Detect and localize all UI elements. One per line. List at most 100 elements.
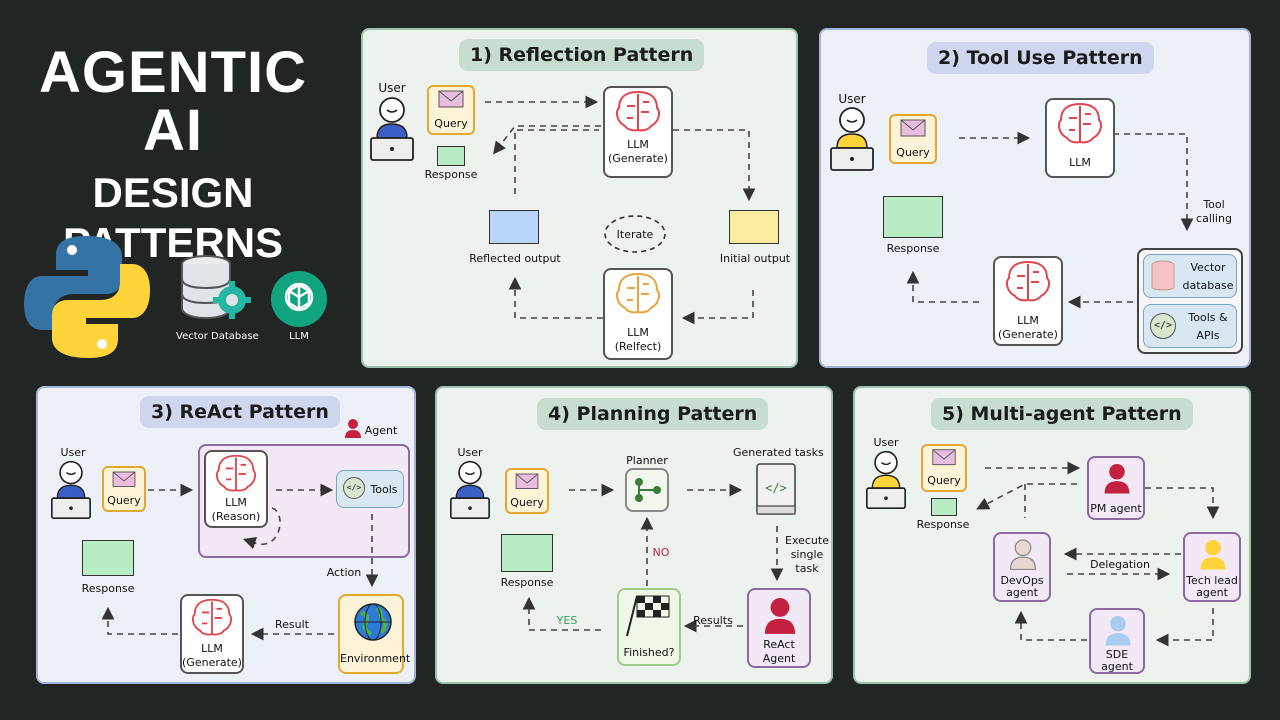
panel-title: 3) ReAct Pattern — [140, 396, 340, 428]
generated-tasks-label: Generated tasks — [733, 446, 824, 459]
brain-circuit-icon — [192, 598, 232, 636]
finished-box: Finished? — [617, 588, 681, 666]
code-icon: </> — [343, 477, 365, 499]
iterate-label: Iterate — [616, 228, 654, 241]
query-label: Query — [510, 496, 544, 509]
tech-lead-agent-label-b: agent — [1196, 586, 1228, 599]
pm-agent-label: PM agent — [1090, 502, 1142, 515]
agent-label: Agent — [364, 424, 398, 437]
action-label: Action — [326, 566, 362, 579]
tools-box: </> Tools — [336, 470, 404, 508]
react-agent-label-b: Agent — [762, 652, 796, 665]
user-label: User — [378, 81, 406, 95]
llm-generate-label-b: (Generate) — [182, 656, 242, 669]
email-icon — [112, 471, 136, 488]
environment-box: Environment — [338, 594, 411, 674]
query-label: Query — [434, 117, 468, 130]
llm-logo-label: LLM — [289, 331, 309, 342]
initial-output-label: Initial output — [719, 252, 791, 265]
vector-database-icon — [181, 255, 251, 320]
query-box: Query — [921, 444, 967, 492]
response-doc-icon — [931, 498, 957, 516]
response-label: Response — [81, 582, 135, 595]
tools-apis-tool: </> Tools & APIs — [1143, 304, 1237, 348]
brain-circuit-icon — [216, 454, 256, 492]
llm-generate-label-a: LLM — [627, 138, 649, 151]
query-label: Query — [896, 146, 930, 159]
response-label: Response — [500, 576, 554, 589]
llm-generate-box: LLM (Generate) — [993, 256, 1063, 346]
response-doc-icon — [501, 534, 553, 572]
react-agent-label-a: ReAct — [763, 638, 795, 651]
user-label: User — [60, 446, 86, 459]
flow-branch-icon — [635, 478, 661, 502]
vector-database-logo-label: Vector Database — [176, 331, 259, 342]
user-avatar-icon — [51, 460, 91, 519]
react-pattern-panel: 3) ReAct Pattern Agent User Query LLM (R… — [36, 386, 416, 684]
checkered-flag-icon — [626, 595, 670, 637]
react-agent-box: ReAct Agent — [747, 588, 811, 668]
reflected-output-doc-icon — [489, 210, 539, 244]
devops-agent-icon — [1009, 539, 1037, 570]
response-label: Response — [424, 168, 478, 181]
execute-label-b: single — [790, 548, 824, 561]
sde-agent-box: SDE agent — [1089, 608, 1145, 674]
user-label: User — [873, 436, 899, 449]
llm-label: LLM — [1069, 156, 1091, 169]
llm-reason-box: LLM (Reason) — [204, 450, 268, 528]
planner-label: Planner — [626, 454, 668, 467]
database-icon — [1151, 260, 1175, 291]
response-doc-icon — [82, 540, 134, 576]
finished-label: Finished? — [623, 646, 675, 659]
user-avatar-icon — [830, 107, 874, 171]
user-avatar-icon — [866, 450, 906, 509]
vector-db-label-a: Vector — [1190, 261, 1226, 274]
llm-generate-box: LLM (Generate) — [603, 86, 673, 178]
response-label: Response — [886, 242, 940, 255]
query-label: Query — [927, 474, 961, 487]
llm-generate-box: LLM (Generate) — [180, 594, 244, 674]
llm-generate-label-a: LLM — [1017, 314, 1039, 327]
email-icon — [438, 90, 464, 108]
reflection-connectors — [485, 95, 756, 325]
tools-label-a: Tools & — [1188, 311, 1228, 324]
llm-generate-label-b: (Generate) — [608, 152, 668, 165]
agent-icon — [764, 598, 796, 634]
reflected-output-label: Reflected output — [469, 252, 561, 265]
panel-title: 5) Multi-agent Pattern — [931, 398, 1193, 430]
result-label: Result — [275, 618, 309, 631]
tool-use-pattern-panel: 2) Tool Use Pattern User Query LLM Tool … — [819, 28, 1251, 368]
sde-agent-label-a: SDE — [1105, 648, 1129, 661]
python-logo-icon — [24, 236, 150, 358]
tools-container: Vector database </> Tools & APIs — [1137, 248, 1243, 354]
user-avatar-icon — [370, 97, 414, 161]
llm-reflect-label-b: (Relfect) — [614, 340, 662, 353]
brain-circuit-icon — [1006, 260, 1050, 302]
tools-label-b: APIs — [1196, 329, 1220, 342]
email-icon — [932, 449, 956, 466]
devops-agent-label-b: agent — [1006, 586, 1038, 599]
llm-reflect-box: LLM (Relfect) — [603, 268, 673, 360]
llm-generate-label-a: LLM — [201, 642, 223, 655]
user-label: User — [838, 92, 866, 106]
initial-output-doc-icon — [729, 210, 779, 244]
llm-reflect-label-a: LLM — [627, 326, 649, 339]
devops-agent-label-a: DevOps — [1000, 574, 1044, 587]
panel-title: 1) Reflection Pattern — [459, 39, 705, 71]
panel-title: 4) Planning Pattern — [537, 398, 769, 430]
sde-agent-label-b: agent — [1101, 660, 1133, 673]
title-line-1: AGENTIC AI — [39, 40, 307, 163]
code-file-icon: </> — [756, 463, 796, 515]
planner-box — [625, 468, 669, 512]
vector-database-tool: Vector database — [1143, 254, 1237, 298]
openai-logo-icon — [271, 271, 327, 327]
tech-lead-agent-label-a: Tech lead — [1186, 574, 1238, 587]
tech-lead-agent-box: Tech lead agent — [1183, 532, 1241, 602]
multi-agent-pattern-panel: 5) Multi-agent Pattern User Query Respon… — [853, 386, 1251, 684]
tech-lead-agent-icon — [1200, 540, 1226, 570]
planning-pattern-panel: 4) Planning Pattern User Query Planner G… — [435, 386, 833, 684]
pm-agent-icon — [1104, 464, 1130, 494]
environment-label: Environment — [340, 652, 411, 665]
user-label: User — [457, 446, 483, 459]
llm-generate-label-b: (Generate) — [998, 328, 1058, 341]
